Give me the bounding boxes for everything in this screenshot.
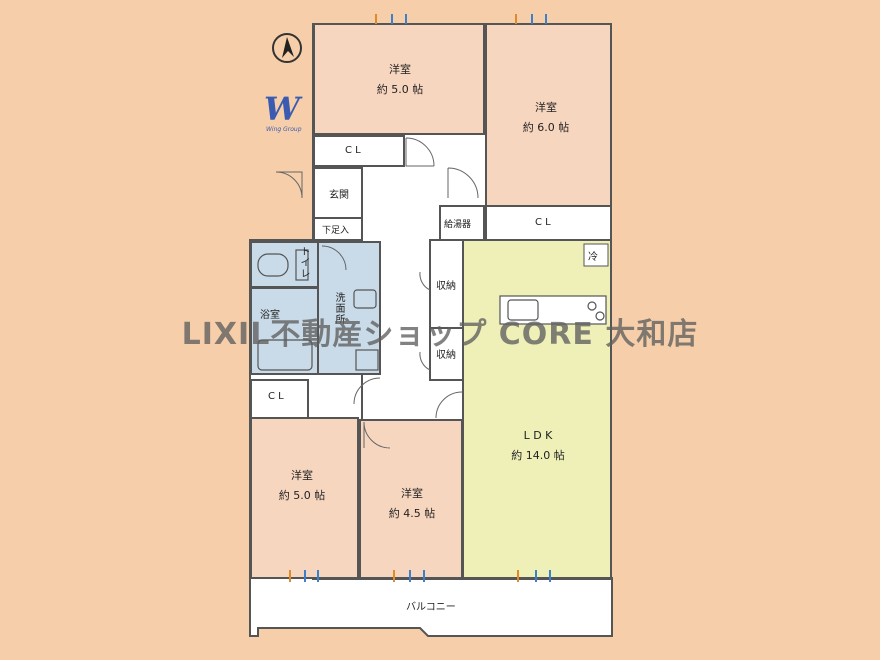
room-bottom-left-name: 洋室 — [291, 469, 313, 482]
room-bottom-mid — [359, 419, 463, 579]
closet-top-label: C L — [345, 145, 361, 156]
ldk-label: L D K 約 14.0 帖 — [502, 426, 574, 466]
logo-mark: W — [264, 90, 300, 128]
closet-right — [485, 205, 612, 241]
fixtures — [257, 249, 607, 371]
north-arrow-icon — [272, 33, 302, 63]
closet-left — [250, 379, 309, 419]
washroom-area — [317, 241, 381, 375]
washroom-label: 洗面所 — [333, 292, 344, 325]
shoe-box-area — [313, 217, 363, 241]
ldk-name: L D K — [523, 429, 553, 442]
closet-right-label: C L — [535, 217, 551, 228]
storage-label-1: 収納 — [436, 281, 456, 292]
storage-label-2: 収納 — [436, 350, 456, 361]
toilet-label: トイレ — [298, 246, 309, 279]
storage-box-2 — [429, 327, 464, 381]
brand-logo: W Wing Group — [264, 90, 316, 140]
room-top-right-name: 洋室 — [535, 101, 557, 114]
storage-box-1 — [429, 239, 464, 329]
window-markers — [289, 14, 551, 582]
room-top-right-label: 洋室 約 6.0 帖 — [514, 98, 578, 138]
room-top-left-label: 洋室 約 5.0 帖 — [368, 60, 432, 100]
ldk-area — [462, 239, 612, 579]
logo-subtitle: Wing Group — [266, 126, 302, 133]
door-swings — [275, 137, 479, 449]
watermark-text: LIXIL不動産ショップ CORE 大和店 — [181, 317, 699, 352]
water-heater-box — [439, 205, 485, 241]
room-bottom-mid-label: 洋室 約 4.5 帖 — [380, 484, 444, 524]
room-top-left-size: 約 5.0 帖 — [376, 83, 424, 96]
fridge-label: 冷 — [588, 252, 598, 263]
room-bottom-mid-name: 洋室 — [401, 487, 423, 500]
room-top-left-name: 洋室 — [389, 63, 411, 76]
closet-top — [313, 135, 405, 167]
room-bottom-left — [250, 417, 359, 579]
room-bottom-left-size: 約 5.0 帖 — [278, 489, 326, 502]
room-bottom-mid-size: 約 4.5 帖 — [388, 507, 436, 520]
fridge-box — [583, 243, 609, 267]
shoe-box-label: 下足入 — [322, 226, 350, 236]
entrance-label: 玄関 — [329, 190, 349, 201]
room-top-left — [313, 23, 485, 135]
water-heater-label: 給湯器 — [444, 220, 472, 230]
room-bottom-left-label: 洋室 約 5.0 帖 — [270, 466, 334, 506]
closet-left-label: C L — [268, 391, 284, 402]
bath-label: 浴室 — [260, 310, 280, 321]
balcony-label: バルコニー — [406, 602, 456, 613]
balcony-area — [249, 577, 613, 637]
ldk-size: 約 14.0 帖 — [511, 449, 565, 462]
room-top-right — [485, 23, 612, 207]
room-top-right-size: 約 6.0 帖 — [522, 121, 570, 134]
